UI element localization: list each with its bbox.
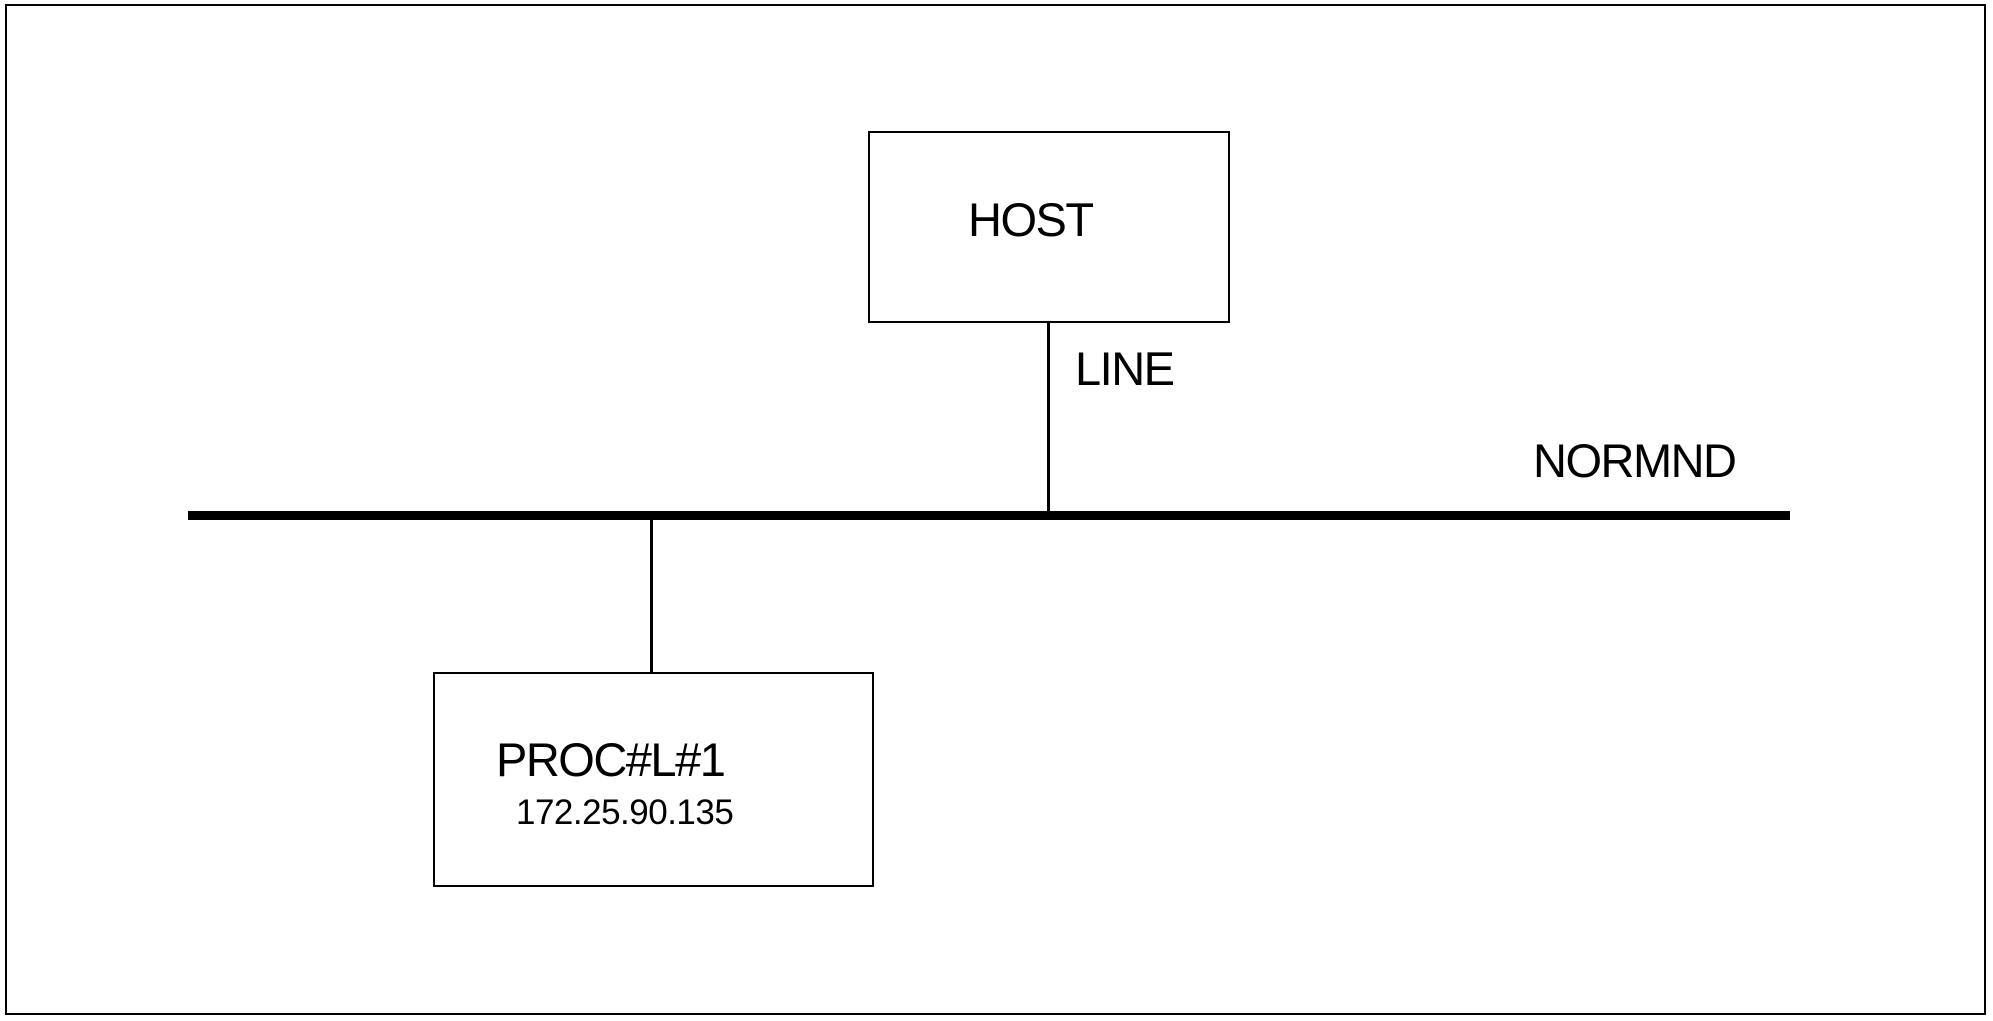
network-name-label: NORMND [1533,434,1737,487]
proc-node-label: PROC#L#1 [496,733,726,786]
proc-node-box[interactable] [433,672,874,887]
network-bus-line[interactable] [188,511,1790,520]
host-node-label: HOST [968,193,1094,246]
host-node-box[interactable] [868,131,1230,323]
line-link-label: LINE [1075,342,1175,395]
diagram-border [5,4,1986,1015]
proc-node-ip-address: 172.25.90.135 [516,793,734,832]
host-to-bus-connector-line[interactable] [1047,323,1050,511]
bus-to-proc-connector-line[interactable] [650,519,653,672]
